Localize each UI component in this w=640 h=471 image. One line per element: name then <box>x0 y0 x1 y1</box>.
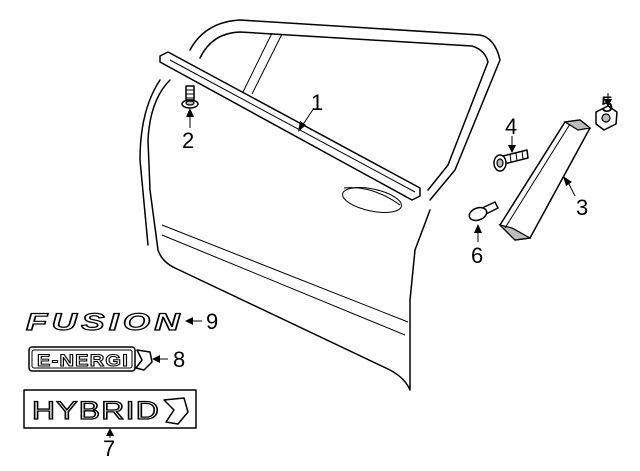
callout-3: 3 <box>576 195 588 220</box>
callout-9: 9 <box>206 309 218 334</box>
bolt-part <box>493 149 529 172</box>
hybrid-emblem-part: HYBRID <box>23 389 197 429</box>
leaf-logo-icon <box>135 349 153 371</box>
callout-numbers: 1 2 3 4 5 6 7 8 9 <box>103 90 613 461</box>
callout-7: 7 <box>103 436 115 461</box>
callout-5: 5 <box>601 92 613 117</box>
energi-emblem-text: E-NERGI <box>37 351 129 370</box>
callout-2: 2 <box>182 128 194 153</box>
beltline-weatherstrip-part <box>159 51 421 201</box>
hybrid-emblem-text: HYBRID <box>32 397 160 425</box>
pillar-applique-part <box>498 119 592 241</box>
fusion-emblem-text: FUSION <box>26 309 184 336</box>
leader-lines <box>106 93 612 438</box>
screw-part <box>181 85 199 109</box>
clip-part <box>468 201 499 222</box>
front-door <box>139 19 501 391</box>
fusion-emblem-part: FUSION <box>25 308 184 336</box>
callout-1: 1 <box>311 90 323 115</box>
callout-8: 8 <box>173 347 185 372</box>
callout-4: 4 <box>505 114 517 139</box>
energi-emblem-part: E-NERGI <box>28 346 153 372</box>
leaf-logo-icon <box>163 397 189 425</box>
callout-6: 6 <box>471 243 483 268</box>
